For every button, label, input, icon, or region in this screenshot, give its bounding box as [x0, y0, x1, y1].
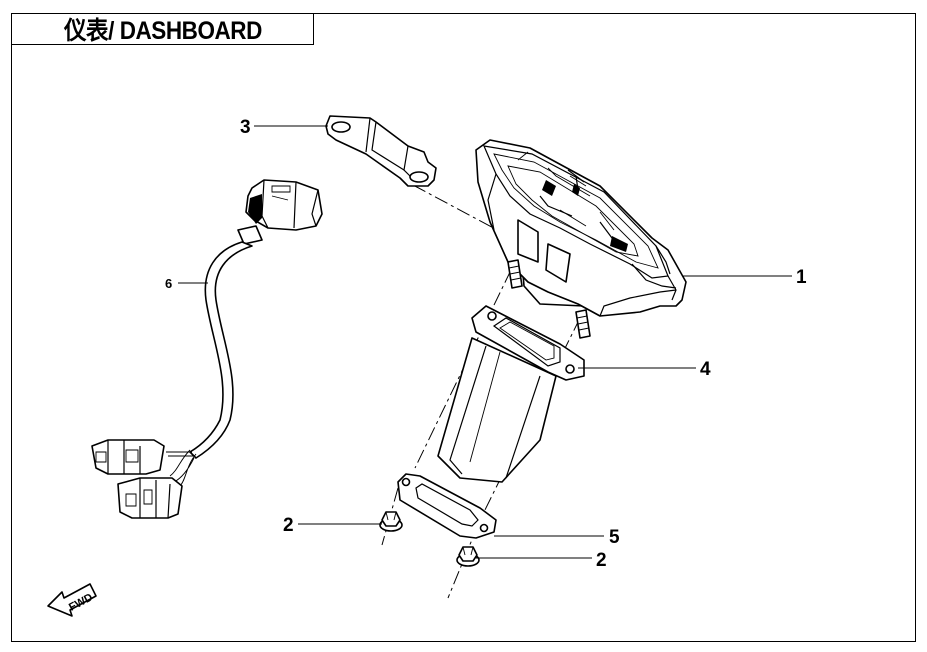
- callout-2-left: 2: [283, 515, 294, 536]
- mounting-stud-left: [507, 259, 523, 289]
- flange-nut-left: [379, 511, 403, 532]
- callout-1: 1: [796, 267, 807, 288]
- page-title: 仪表/ DASHBOARD: [63, 17, 262, 45]
- gasket-part: [397, 473, 497, 539]
- callout-6: 6: [165, 276, 172, 291]
- title-box: 仪表/ DASHBOARD: [11, 13, 314, 45]
- flange-nut-right: [456, 546, 480, 567]
- mounting-stud-right: [575, 309, 591, 339]
- callout-5: 5: [609, 527, 620, 548]
- forward-arrow-icon: FWD: [47, 583, 97, 617]
- drawing-frame: [11, 13, 916, 642]
- leader-lines: [178, 125, 792, 559]
- wiring-harness-part: [91, 179, 323, 519]
- dashboard-instrument-part: [475, 139, 687, 339]
- callout-4: 4: [700, 359, 711, 380]
- bracket-part: [325, 115, 437, 187]
- callout-2-right: 2: [596, 550, 607, 571]
- callout-3: 3: [240, 117, 251, 138]
- rubber-boot-part: [437, 305, 585, 483]
